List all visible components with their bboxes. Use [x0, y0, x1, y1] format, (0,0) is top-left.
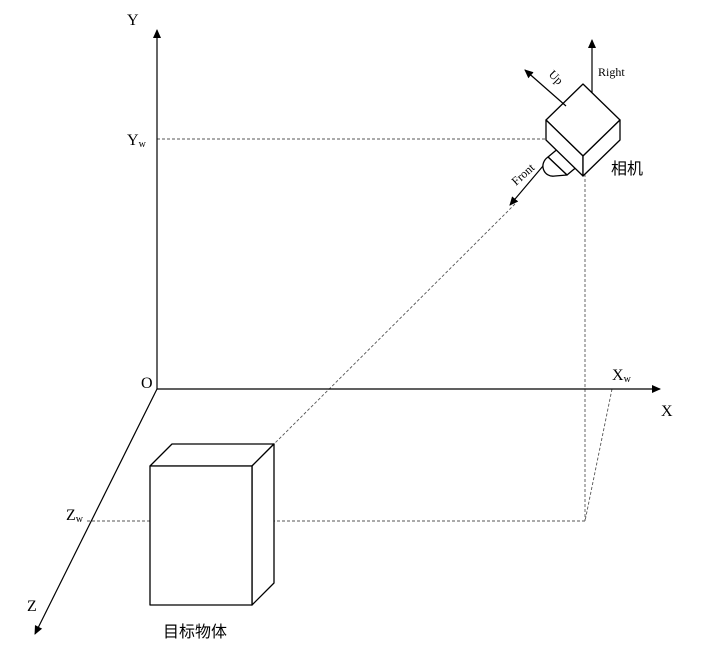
- camera-front-arrow: [509, 165, 544, 206]
- camera-body-right: [582, 119, 621, 177]
- axes: [34, 29, 661, 635]
- z-axis-label: Z: [27, 598, 37, 615]
- camera-label: 相机: [611, 159, 643, 178]
- origin-label: O: [141, 375, 153, 392]
- target-box-front-face: [149, 465, 253, 606]
- xw-projection-line: [584, 388, 613, 522]
- xw-label: Xw: [612, 367, 632, 385]
- y-axis-label: Y: [127, 12, 139, 29]
- yw-label: Yw: [127, 132, 147, 150]
- target-object-label: 目标物体: [163, 622, 227, 641]
- camera-up-label: Up: [546, 67, 566, 87]
- camera-up-arrow: [524, 69, 567, 107]
- camera-right-label: Right: [598, 65, 625, 79]
- z-axis: [34, 388, 158, 635]
- target-box-side-face: [251, 443, 275, 606]
- camera-icon: [509, 39, 621, 206]
- target-object-box: [149, 443, 275, 606]
- camera-lens-tip: [542, 156, 568, 177]
- camera-front-label: Front: [509, 160, 538, 188]
- x-axis-label: X: [661, 403, 673, 420]
- zw-label: Zw: [66, 507, 84, 525]
- view-direction-line: [271, 203, 516, 447]
